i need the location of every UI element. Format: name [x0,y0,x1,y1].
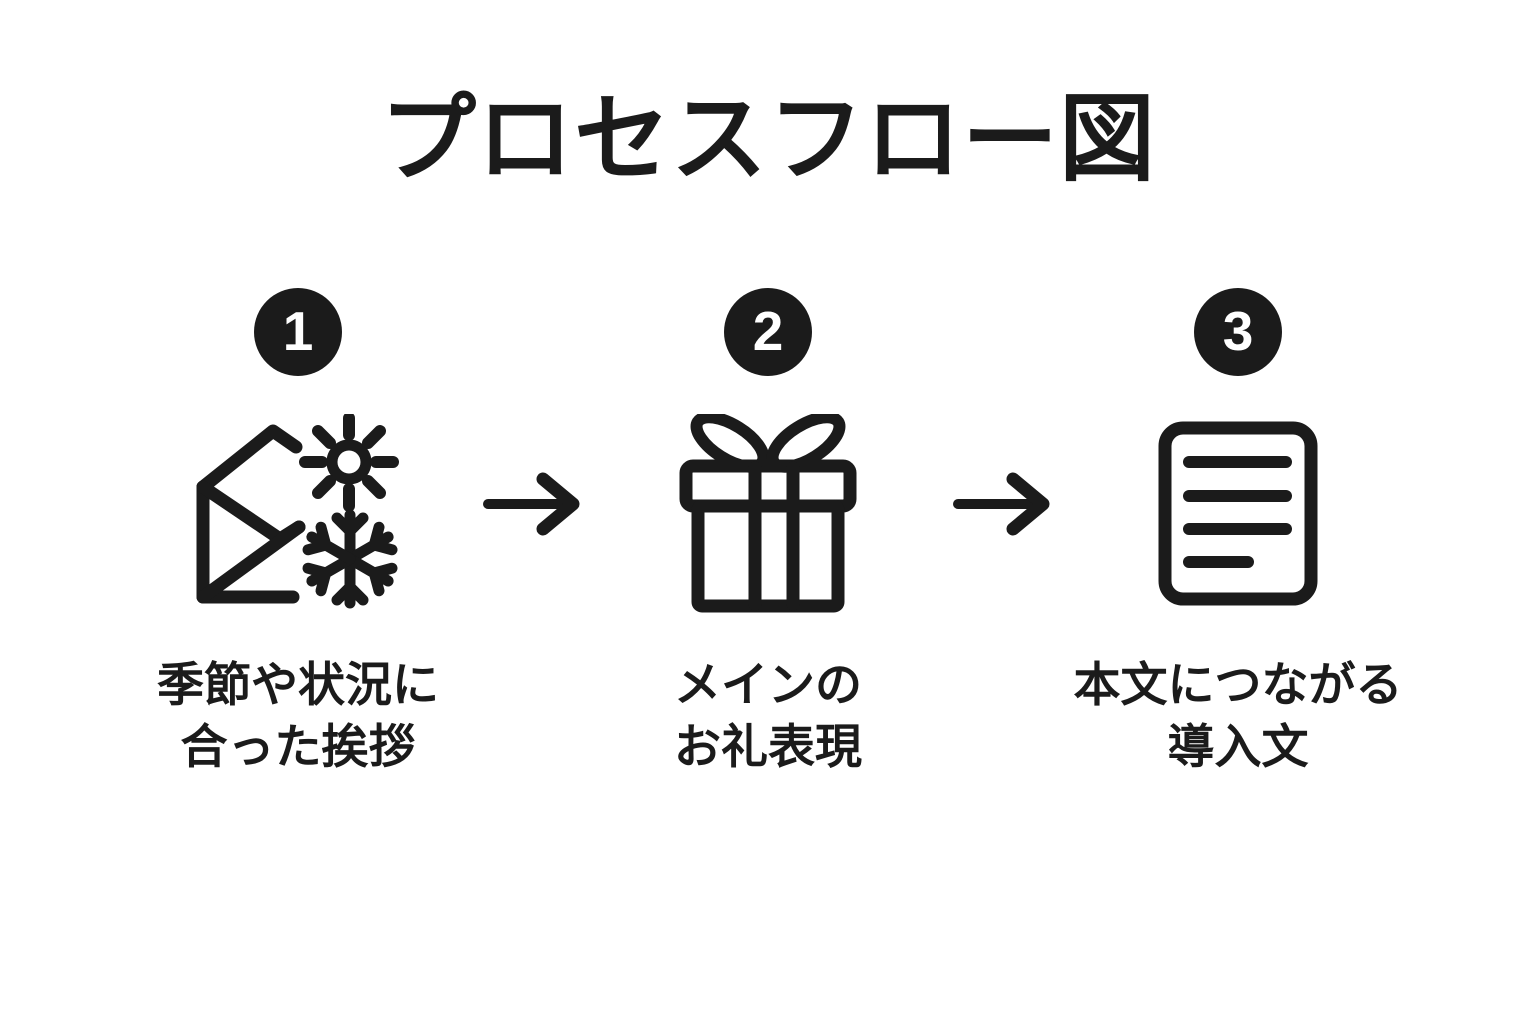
flow-row: 1 [0,287,1536,780]
step-1: 1 [88,287,508,780]
step-2-label: メインの お礼表現 [674,654,862,780]
step-2-number: 2 [752,300,784,363]
step-2: 2 メインの お礼表現 [558,287,978,780]
step-2-number-badge: 2 [724,287,812,376]
envelope-seasons-icon [193,413,403,614]
gift-icon [676,414,860,614]
step-1-number: 1 [282,300,314,363]
step-3: 3 本文につながる 導入文 [1028,287,1448,780]
step-2-label-line2: お礼表現 [674,720,862,774]
step-3-label: 本文につながる 導入文 [1074,654,1403,780]
step-3-label-line1: 本文につながる [1073,657,1403,711]
step-2-label-line1: メインの [674,657,862,711]
step-3-number: 3 [1222,300,1254,363]
page-title: プロセスフロー図 [380,86,1156,193]
right-arrow-icon [953,472,1050,536]
step-1-label-line2: 合った挨拶 [180,720,416,774]
step-1-label: 季節や状況に 合った挨拶 [157,654,439,780]
right-arrow-icon [483,472,580,536]
document-icon [1158,414,1318,614]
step-1-label-line1: 季節や状況に [157,657,439,711]
step-3-number-badge: 3 [1194,287,1282,376]
step-1-number-badge: 1 [254,287,342,376]
step-3-label-line2: 導入文 [1167,720,1309,774]
